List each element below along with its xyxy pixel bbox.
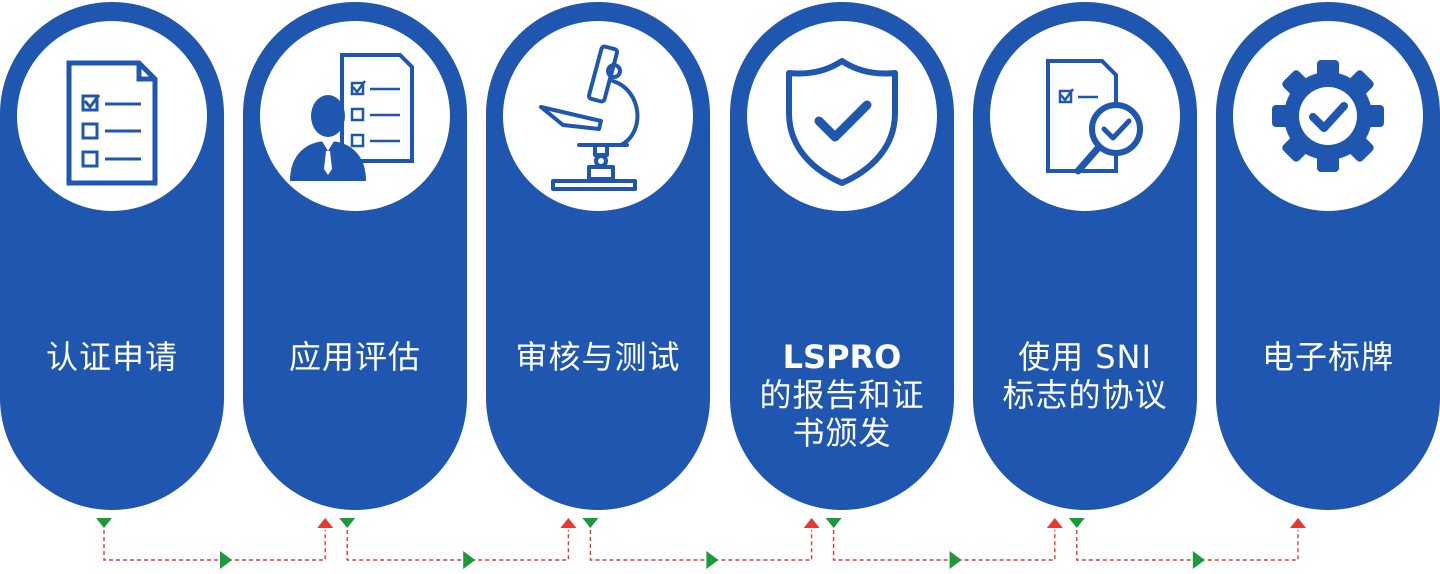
document-magnifier-check-icon xyxy=(1046,59,1143,175)
microscope-icon xyxy=(539,44,640,191)
connector-line xyxy=(589,530,813,561)
connector-line xyxy=(832,530,1056,561)
forward-arrow-icon xyxy=(1192,551,1205,569)
step-card-audit-testing: 审核与测试 xyxy=(486,2,710,510)
step-label-line: 标志的协议 xyxy=(1002,376,1168,414)
flow-connectors xyxy=(96,518,1306,569)
step-card-assessment: 应用评估 xyxy=(243,2,467,510)
icon-circle xyxy=(990,21,1180,211)
step-label: 审核与测试 xyxy=(486,338,710,376)
step-card-electronic-signage: 电子标牌 xyxy=(1216,2,1440,510)
person-with-checklist-icon xyxy=(290,53,414,181)
icon-circle xyxy=(260,21,450,211)
step-label-line: 电子标牌 xyxy=(1261,338,1394,376)
step-label: 使用 SNI 标志的协议 xyxy=(973,338,1197,414)
down-arrow-icon xyxy=(1068,518,1085,528)
down-arrow-icon xyxy=(582,518,599,528)
step-label: 认证申请 xyxy=(0,338,224,376)
icon-circle xyxy=(1233,21,1423,211)
down-arrow-icon xyxy=(339,518,356,528)
step-label: 应用评估 xyxy=(243,338,467,376)
step-label-line: 书颁发 xyxy=(792,414,892,452)
forward-arrow-icon xyxy=(949,551,962,569)
forward-arrow-icon xyxy=(706,551,719,569)
step-label-line: 审核与测试 xyxy=(515,338,681,376)
forward-arrow-icon xyxy=(463,551,476,569)
connector-line xyxy=(103,530,326,561)
step-card-report-certificate: LSPRO 的报告和证 书颁发 xyxy=(730,2,954,510)
connector-line xyxy=(1076,530,1299,561)
up-arrow-icon xyxy=(1046,518,1063,528)
up-arrow-icon xyxy=(1290,518,1306,528)
icon-circle xyxy=(17,21,207,211)
icon-circle xyxy=(747,21,937,211)
up-arrow-icon xyxy=(317,518,334,528)
up-arrow-icon xyxy=(560,518,577,528)
step-label-line: 认证申请 xyxy=(45,338,178,376)
down-arrow-icon xyxy=(96,518,112,528)
icon-circle xyxy=(503,21,693,211)
forward-arrow-icon xyxy=(220,551,232,569)
gear-check-icon xyxy=(1272,60,1384,172)
up-arrow-icon xyxy=(803,518,820,528)
step-label-line: 的报告和证 xyxy=(759,376,925,414)
step-card-sni-mark-agreement: 使用 SNI 标志的协议 xyxy=(973,2,1197,510)
shield-check-icon xyxy=(786,58,898,186)
step-card-application: 认证申请 xyxy=(0,2,224,510)
connector-line xyxy=(346,530,570,561)
down-arrow-icon xyxy=(825,518,842,528)
checklist-document-icon xyxy=(66,60,158,186)
step-label-line: 使用 SNI xyxy=(1018,338,1152,376)
step-label-line: LSPRO xyxy=(782,338,902,376)
step-label-line: 应用评估 xyxy=(288,338,421,376)
step-label: 电子标牌 xyxy=(1216,338,1440,376)
step-label: LSPRO 的报告和证 书颁发 xyxy=(730,338,954,452)
